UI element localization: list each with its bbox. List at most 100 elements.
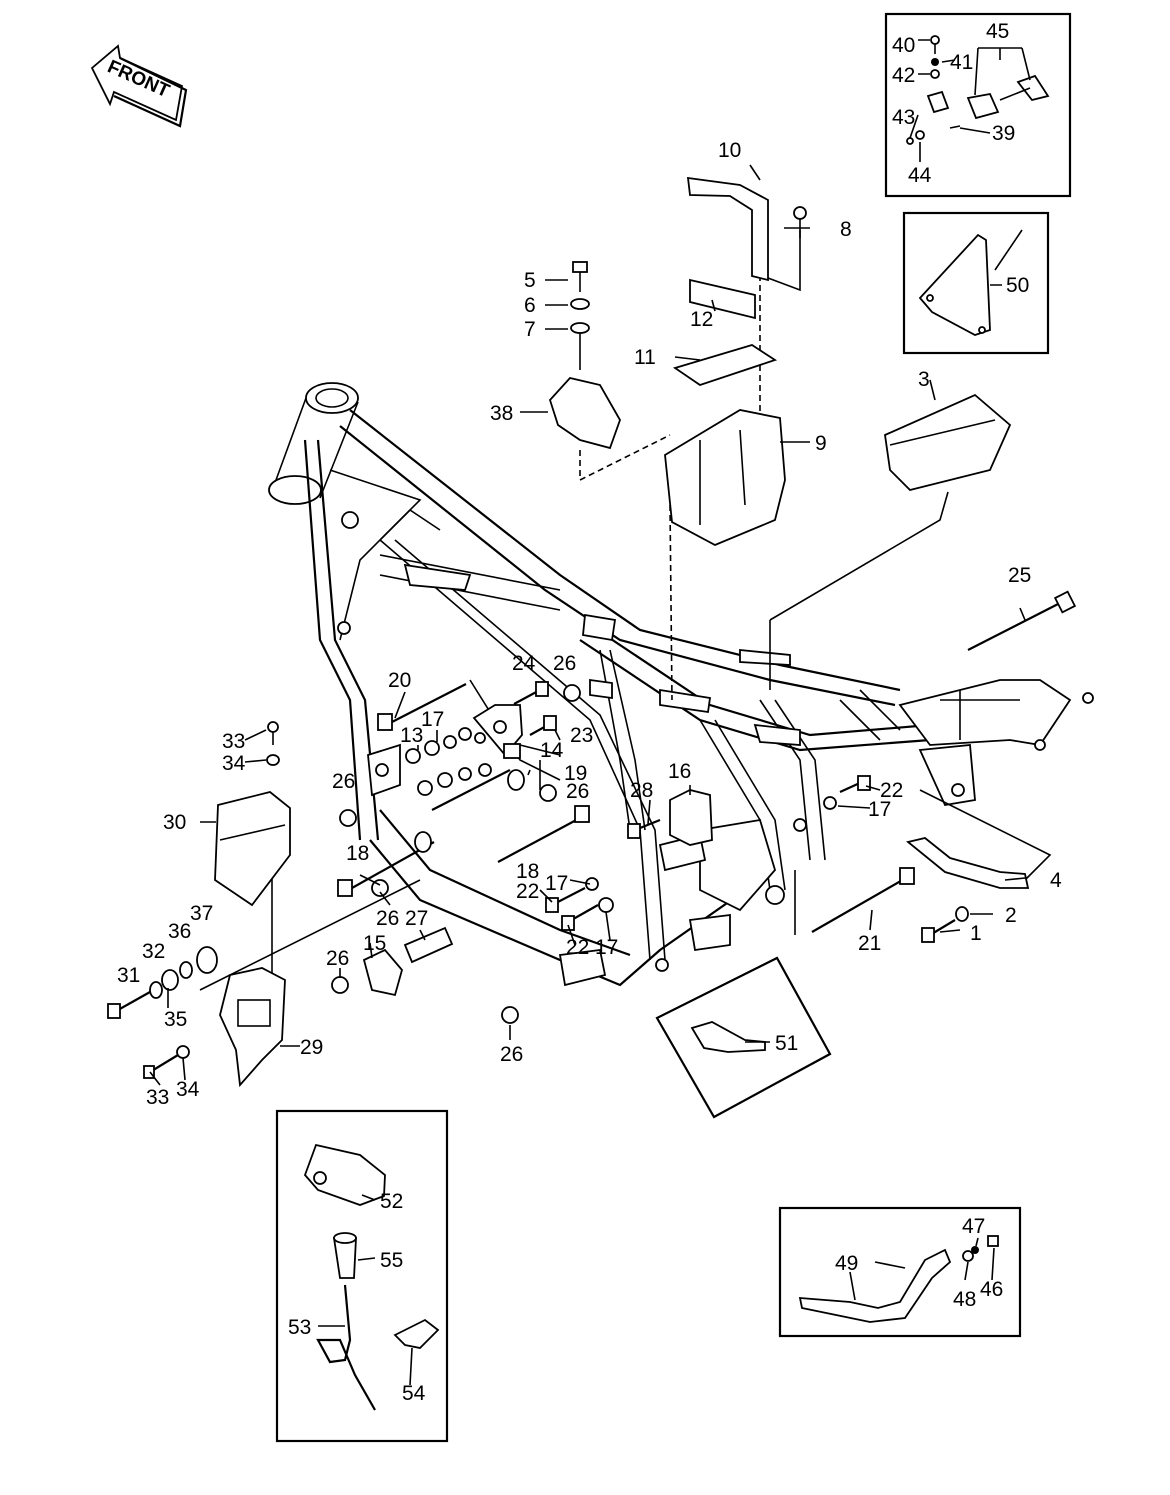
callout-11: 11 [634, 346, 656, 369]
battery-strap [686, 176, 769, 282]
dashed-leader-lines [199, 230, 1052, 991]
callout-10: 10 [718, 139, 741, 162]
battery-plate-12 [689, 278, 756, 320]
washer-17a [424, 740, 440, 756]
callout-34a: 34 [222, 752, 246, 775]
callout-13: 13 [400, 724, 423, 747]
callout-53: 53 [288, 1316, 311, 1339]
callout-14: 14 [540, 739, 564, 762]
callout-36: 36 [168, 920, 191, 943]
callout-47: 47 [962, 1215, 985, 1238]
nut-13 [405, 748, 421, 764]
bolt-24 [513, 681, 549, 705]
callout-15: 15 [363, 932, 386, 955]
battery-case-9 [664, 409, 786, 546]
callout-35: 35 [164, 1008, 187, 1031]
spacer-27 [403, 926, 454, 964]
callout-33a: 33 [222, 730, 245, 753]
inset-handle-49 [778, 1206, 1022, 1338]
callout-26b: 26 [566, 780, 589, 803]
inset-bracket-50 [902, 211, 1050, 355]
regulator-38 [548, 377, 621, 450]
callout-41: 41 [950, 51, 973, 74]
callout-51: 51 [775, 1032, 798, 1055]
callout-8: 8 [840, 218, 852, 241]
washer-2 [955, 906, 969, 922]
callout-46: 46 [980, 1278, 1003, 1301]
callout-55: 55 [380, 1249, 403, 1272]
callout-16: 16 [668, 760, 691, 783]
callout-17a: 17 [421, 708, 444, 731]
grommet-37 [196, 946, 218, 974]
battery-pad-11 [672, 344, 778, 386]
bolt-25 [967, 590, 1077, 651]
washer-32 [149, 981, 163, 999]
bolt-5 [572, 261, 588, 292]
callout-22a: 22 [880, 779, 903, 802]
bushing-36 [179, 961, 193, 979]
callout-4: 4 [1050, 869, 1062, 892]
callout-32: 32 [142, 940, 165, 963]
bolt-1 [921, 919, 956, 943]
screw-33b [143, 1054, 179, 1079]
callout-25: 25 [1008, 564, 1031, 587]
bracket-16 [669, 789, 713, 846]
washer-34a [266, 754, 280, 766]
nut-26f [501, 1006, 519, 1024]
callout-44: 44 [908, 164, 932, 187]
bolt-23 [529, 715, 557, 736]
callout-20: 20 [388, 669, 411, 692]
callout-18a: 18 [346, 842, 369, 865]
cover-30 [214, 791, 291, 907]
callout-labels: 1 2 3 4 5 6 7 8 9 10 11 12 13 14 15 16 1… [117, 20, 1062, 1405]
callout-48: 48 [953, 1288, 976, 1311]
callout-21: 21 [858, 932, 881, 955]
callout-34b: 34 [176, 1078, 200, 1101]
callout-9: 9 [815, 432, 827, 455]
callout-18b: 18 [516, 860, 539, 883]
main-frame [268, 382, 1094, 987]
callout-7: 7 [524, 318, 536, 341]
callout-26a: 26 [553, 652, 576, 675]
nut-26a [563, 684, 581, 702]
front-arrow-icon: FRONT [90, 44, 188, 128]
callout-37: 37 [190, 902, 213, 925]
callout-31: 31 [117, 964, 140, 987]
callout-26e: 26 [326, 947, 349, 970]
washer-17d [598, 897, 614, 913]
nut-26b [539, 784, 557, 802]
callout-12: 12 [690, 308, 713, 331]
bolt-21 [811, 867, 915, 933]
callout-22c: 22 [566, 936, 589, 959]
callout-33b: 33 [146, 1086, 169, 1109]
washer-34b [176, 1045, 190, 1059]
bolt-31 [107, 991, 151, 1019]
callout-49: 49 [835, 1252, 858, 1275]
callout-42: 42 [892, 64, 915, 87]
callout-27: 27 [405, 907, 428, 930]
callout-26f: 26 [500, 1043, 523, 1066]
callout-22b: 22 [516, 880, 539, 903]
nut-26e [331, 976, 349, 994]
washer-17b [823, 796, 837, 810]
callout-23: 23 [570, 724, 593, 747]
callout-24: 24 [512, 652, 536, 675]
bolt-20 [377, 683, 467, 731]
callout-5: 5 [524, 269, 536, 292]
bolt-22a [839, 775, 871, 794]
bolt-28 [627, 818, 661, 839]
washer-7 [570, 322, 590, 334]
bolt-19 [431, 743, 525, 811]
callout-26d: 26 [376, 907, 399, 930]
bolt-18b [497, 805, 590, 863]
bolt-18a [337, 831, 435, 897]
plate-15 [362, 948, 403, 997]
tool-tray-3 [884, 393, 1012, 491]
callout-43: 43 [892, 106, 915, 129]
inset-clip-51 [655, 956, 832, 1119]
washer-35 [161, 969, 179, 991]
callout-45: 45 [986, 20, 1009, 43]
callout-26c: 26 [332, 770, 355, 793]
callout-39: 39 [992, 122, 1015, 145]
